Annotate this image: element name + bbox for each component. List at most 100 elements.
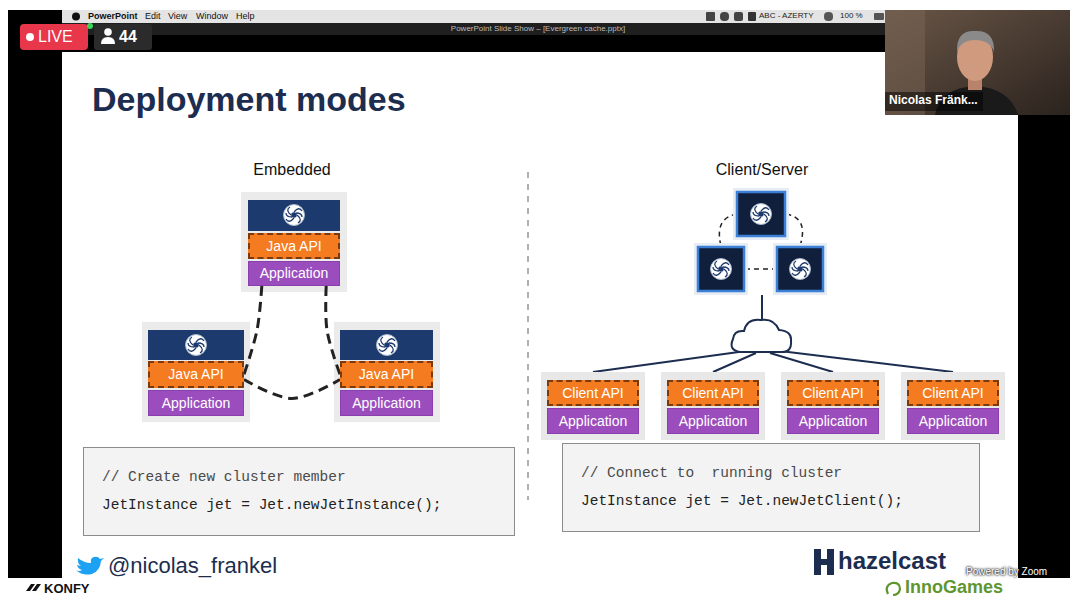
slide-title: Deployment modes (92, 80, 406, 119)
application-box: Application (547, 408, 639, 434)
webcam-frame (885, 10, 1070, 115)
application-box: Application (148, 390, 244, 416)
client-frame (781, 372, 885, 440)
server-glow (773, 243, 827, 295)
innogames-icon (887, 583, 900, 595)
member-frame (241, 192, 347, 292)
hazelcast-icon (821, 559, 827, 565)
cluster-link (244, 380, 340, 399)
box-label: Java API (359, 366, 414, 383)
server-glow (733, 188, 789, 240)
box-label: Client API (922, 385, 983, 402)
jet-logo (711, 259, 732, 280)
status-icon (706, 12, 715, 21)
box-label: Application (260, 265, 329, 282)
viewer-badge (94, 24, 152, 50)
menu-item: Help (236, 11, 255, 21)
jet-bar (248, 200, 340, 231)
box-label: Client API (562, 385, 623, 402)
status-icon (720, 12, 729, 21)
box-label: Application (352, 395, 421, 412)
section-heading: Client/Server (716, 161, 808, 179)
box-label: Application (799, 413, 868, 430)
member-frame (142, 322, 250, 422)
menu-item: Window (196, 11, 228, 21)
network-cloud (732, 320, 792, 352)
application-box: Application (340, 390, 433, 416)
box-label: Application (919, 413, 988, 430)
jet-logo (186, 335, 207, 356)
api-box: Java API (248, 233, 340, 259)
sponsor-logo: InnoGames (905, 577, 1003, 598)
network-wire (593, 351, 746, 372)
window-title: PowerPoint Slide Show – [Evergreen cache… (451, 24, 625, 33)
keyboard-layout: ABC - AZERTY (759, 11, 814, 20)
api-box: Java API (340, 361, 433, 388)
jet-logo (377, 335, 398, 356)
webcam-name-tag (885, 92, 983, 111)
cluster-link (244, 286, 262, 375)
api-box: Client API (787, 380, 879, 406)
code-line: // Create new cluster member (102, 469, 346, 486)
api-box: Client API (907, 380, 999, 406)
menu-item: View (168, 11, 187, 21)
hazelcast-icon (827, 549, 834, 575)
viewer-icon (104, 28, 112, 36)
box-label: Java API (168, 366, 223, 383)
api-box: Client API (547, 380, 639, 406)
jet-bar (148, 330, 244, 360)
brand-logo: hazelcast (838, 547, 946, 575)
server-node (737, 192, 785, 236)
box-label: Application (162, 395, 231, 412)
client-frame (901, 372, 1005, 440)
client-frame (661, 372, 765, 440)
menu-bar (62, 10, 885, 23)
server-node (698, 247, 744, 291)
viewer-icon (101, 37, 115, 44)
code-box: // Connect to running clusterJetInstance… (562, 443, 980, 532)
status-dot (87, 23, 93, 29)
jet-logo (284, 205, 305, 226)
twitter-bird (76, 557, 104, 575)
cluster-link (326, 286, 340, 375)
webcam-hair (957, 31, 994, 52)
menu-item: Edit (145, 11, 161, 21)
box-label: Client API (682, 385, 743, 402)
battery-level: 100 % (840, 11, 863, 20)
status-icon (748, 12, 756, 21)
menu-item: PowerPoint (88, 11, 138, 21)
speaker-name: Nicolas Fränk... (889, 94, 978, 108)
zoom-frame (8, 10, 1070, 578)
api-box: Client API (667, 380, 759, 406)
stream-footer (0, 578, 1075, 599)
jet-logo (790, 259, 811, 280)
live-badge (20, 24, 88, 50)
jet-bar (340, 330, 433, 360)
status-icon (734, 12, 743, 21)
hazelcast-icon (814, 549, 821, 575)
application-box: Application (787, 408, 879, 434)
api-box: Java API (148, 361, 244, 388)
jet-logo (751, 204, 772, 225)
box-label: Client API (802, 385, 863, 402)
code-line: JetInstance jet = Jet.newJetInstance(); (102, 497, 441, 514)
section-heading: Embedded (253, 161, 330, 179)
watermark: Powered by Zoom (966, 566, 1047, 578)
box-label: Application (559, 413, 628, 430)
slide (62, 52, 1018, 578)
code-box: // Create new cluster memberJetInstance … (83, 447, 515, 536)
box-label: Application (679, 413, 748, 430)
server-link (745, 268, 776, 270)
client-frame (541, 372, 645, 440)
server-glow (694, 243, 748, 295)
wifi-icon (824, 12, 833, 21)
code-line: // Connect to running cluster (581, 465, 842, 482)
box-label: Java API (266, 238, 321, 255)
window-title-bar (62, 23, 885, 35)
live-dot (26, 33, 34, 41)
live-badge-text: LIVE (38, 28, 73, 46)
sponsor-logo: KONFY (44, 582, 90, 597)
